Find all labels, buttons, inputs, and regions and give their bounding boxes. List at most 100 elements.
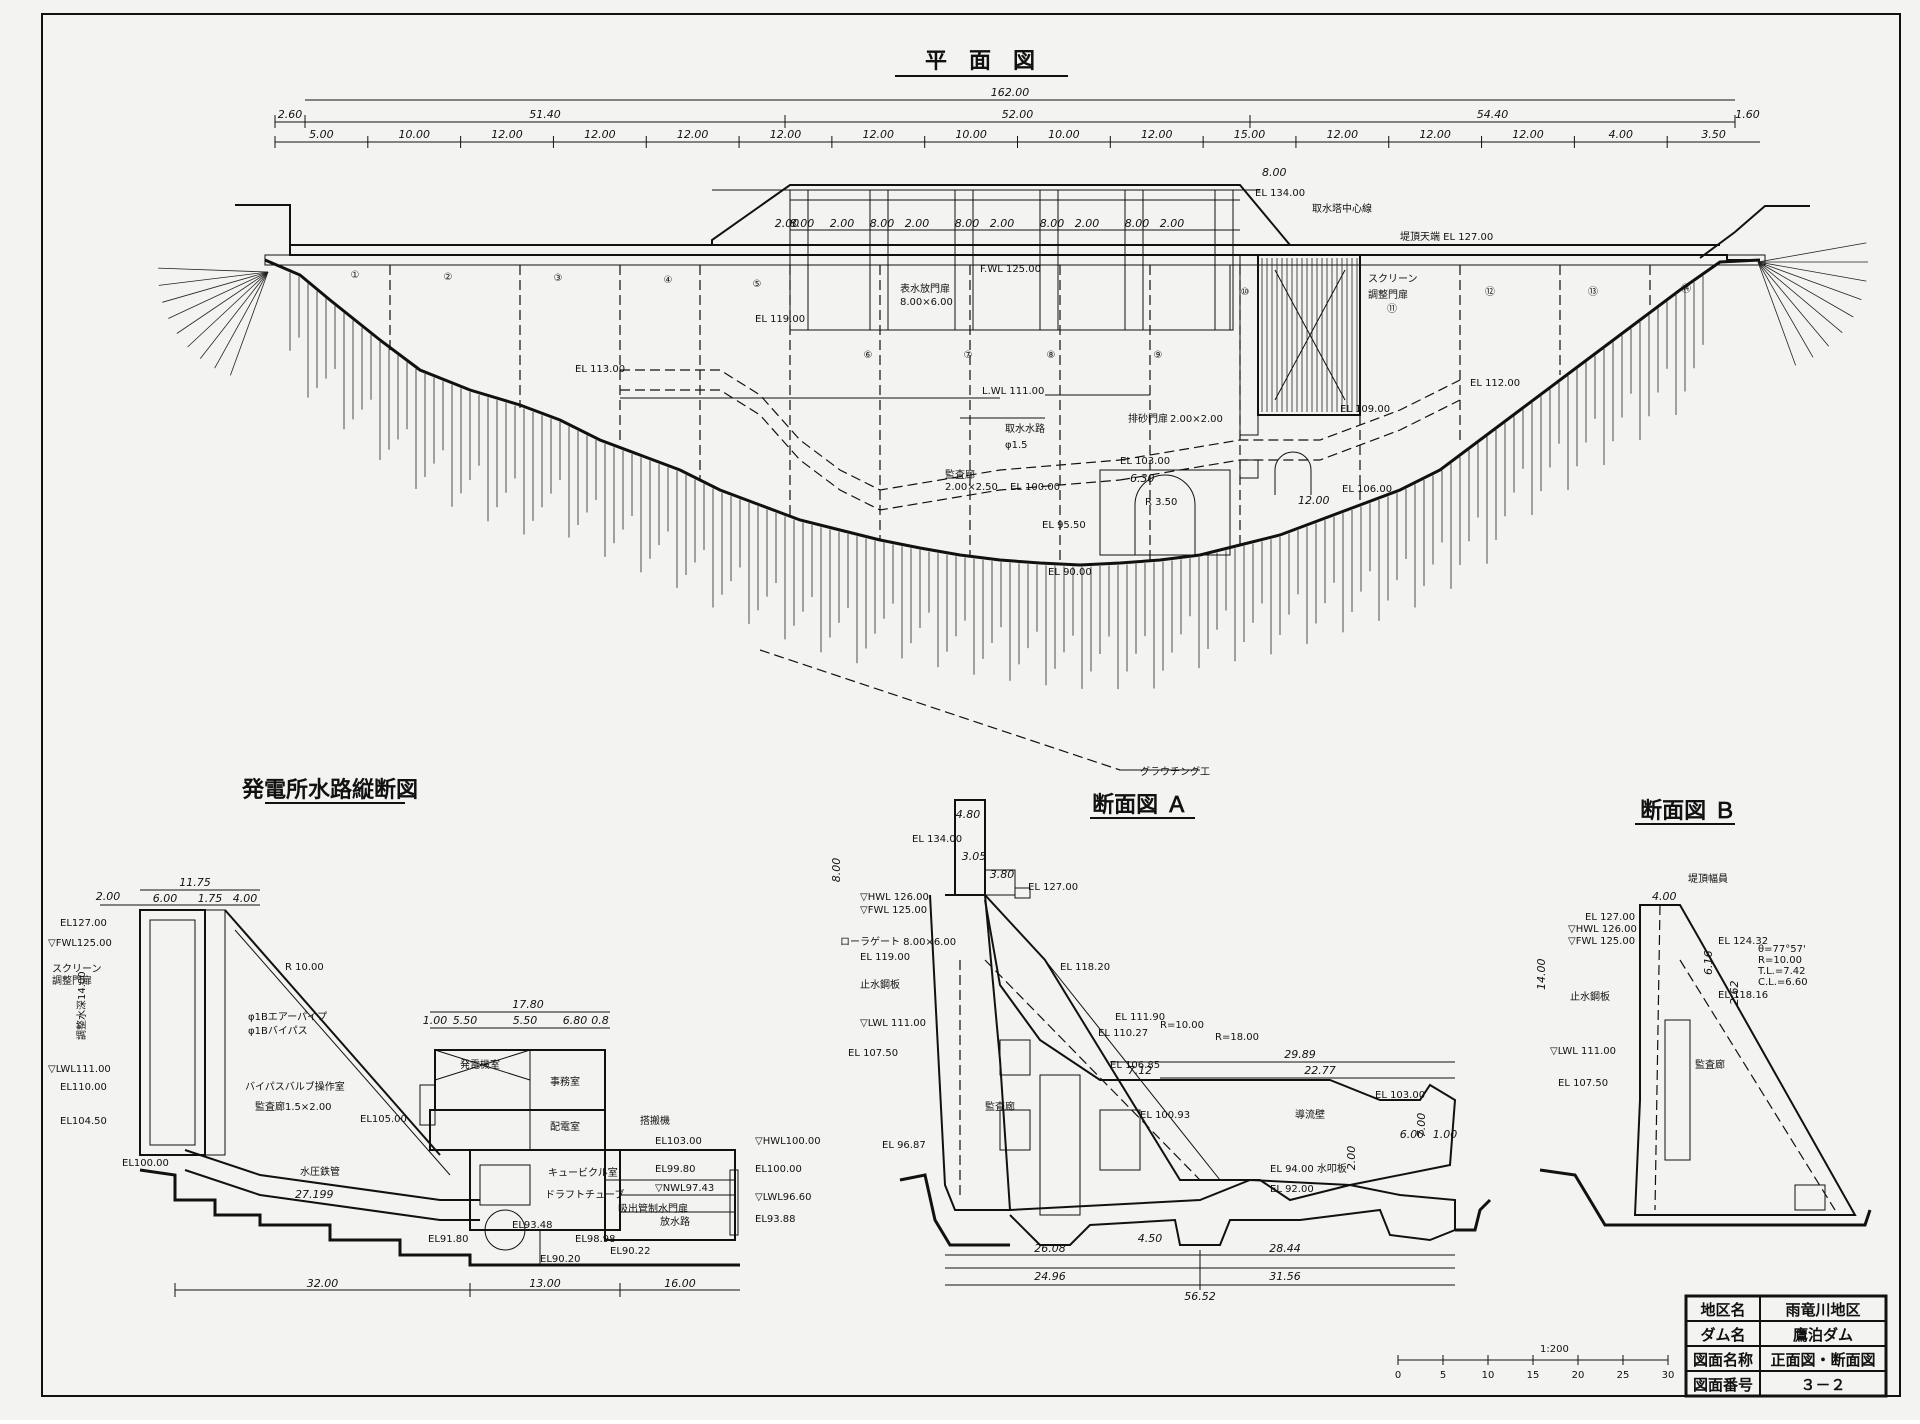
sb-el127: EL 127.00 xyxy=(1585,912,1635,923)
long-top-dim: 6.00 xyxy=(153,892,178,905)
sa-el134: EL 134.00 xyxy=(912,834,962,845)
grout-fan-left xyxy=(158,267,269,376)
plan-block-number: ⑤ xyxy=(753,279,762,290)
plan-block-number: ⑨ xyxy=(1154,350,1163,361)
gate-bay-dim: 2.00 xyxy=(1160,217,1185,230)
plan-upper-dim: 2.60 xyxy=(278,108,303,121)
plan-screen: スクリーン xyxy=(1368,273,1418,285)
section-b-curve-data: θ=77°57'R=10.00T.L.=7.42C.L.=6.60 xyxy=(1757,944,1808,988)
sa-top-dim: 4.80 xyxy=(956,808,981,821)
sa-r1: R=10.00 xyxy=(1160,1020,1204,1031)
house-dim: 0.8 xyxy=(591,1014,609,1027)
long-hwl: ▽HWL100.00 xyxy=(755,1136,821,1147)
sa-right-dim: 6.00 xyxy=(1400,1128,1425,1141)
sheet-border xyxy=(41,13,1901,1397)
gate-bay-dim: 2.00 xyxy=(775,217,800,230)
section-a-top-dims: 4.803.053.808.00 xyxy=(830,808,1014,882)
house-dim: 5.50 xyxy=(513,1014,538,1027)
long-radius: R 10.00 xyxy=(285,962,324,973)
sa-el110: EL 110.27 xyxy=(1098,1028,1148,1039)
plan-upper-dim: 1.60 xyxy=(1735,108,1760,121)
sa-right-dim: 29.89 xyxy=(1284,1048,1316,1061)
sb-curve-item: C.L.=6.60 xyxy=(1758,977,1808,988)
section-a-title: 断面図 Ａ xyxy=(1092,792,1188,818)
sa-right-dim: 1.00 xyxy=(1433,1128,1458,1141)
long-nwl: ▽NWL97.43 xyxy=(655,1183,714,1194)
house-dim: 5.50 xyxy=(453,1014,478,1027)
plan-flood-gate-size: 8.00×6.00 xyxy=(900,297,953,308)
sa-hwl: ▽HWL 126.00 xyxy=(860,892,929,903)
plan-block-number: ② xyxy=(444,272,453,283)
plan-lower-dim: 15.00 xyxy=(1234,128,1266,141)
plan-block-number: ⑩ xyxy=(1241,287,1250,298)
plan-lower-dim: 12.00 xyxy=(584,128,616,141)
long-bottom-dim: 13.00 xyxy=(529,1277,561,1290)
sa-right-dim: 22.77 xyxy=(1304,1064,1336,1077)
plan-lower-dim: 5.00 xyxy=(309,128,334,141)
sa-top-dim: 3.80 xyxy=(990,868,1015,881)
sa-right-dim: 2.00 xyxy=(1345,1146,1358,1171)
plan-lower-dim: 3.50 xyxy=(1701,128,1726,141)
plan-block-number: ⑦ xyxy=(964,350,973,361)
plan-block-number: ⑬ xyxy=(1588,286,1598,298)
sa-right-dim: 4.50 xyxy=(1138,1232,1163,1245)
plan-lower-dim: 10.00 xyxy=(1048,128,1080,141)
plan-el106: EL 106.00 xyxy=(1342,484,1392,495)
sb-fwl: ▽FWL 125.00 xyxy=(1568,936,1635,947)
sa-bottom-dim: 28.44 xyxy=(1269,1242,1301,1255)
sa-bottom-dim: 56.52 xyxy=(1184,1290,1216,1303)
sa-el127: EL 127.00 xyxy=(1028,882,1078,893)
gate-bay-dim: 8.00 xyxy=(790,217,815,230)
gate-bay-dim: 2.00 xyxy=(990,217,1015,230)
tb-key-2: 図面名称 xyxy=(1693,1351,1753,1369)
plan-flood-gate: 表水放門扉 xyxy=(900,282,950,295)
plan-el90: EL 90.00 xyxy=(1048,567,1092,578)
tb-key-0: 地区名 xyxy=(1700,1301,1745,1319)
sa-bottom-dim: 31.56 xyxy=(1269,1270,1301,1283)
sa-el111: EL 111.90 xyxy=(1115,1012,1165,1023)
sb-dim-262: 2.62 xyxy=(1728,981,1741,1006)
long-el10300: EL103.00 xyxy=(655,1136,702,1147)
plan-lower-dim: 12.00 xyxy=(1419,128,1451,141)
plan-lower-dim: 4.00 xyxy=(1609,128,1634,141)
plan-lower-dim: 12.00 xyxy=(1327,128,1359,141)
gate-bay-dim: 2.00 xyxy=(1075,217,1100,230)
plan-fwl: F.WL 125.00 xyxy=(980,264,1041,275)
plan-upper-dim: 51.40 xyxy=(529,108,561,121)
sb-el124: EL 124.32 xyxy=(1718,936,1768,947)
sa-right-dim: 7.00 xyxy=(1415,1113,1428,1138)
plan-total-dim: 162.00 xyxy=(991,86,1030,99)
sa-el96: EL 96.87 xyxy=(882,1140,926,1151)
long-el10000: EL100.00 xyxy=(755,1164,802,1175)
plan-el100: EL 100.00 xyxy=(1010,482,1060,493)
plan-bridge-width: 8.00 xyxy=(1262,166,1287,179)
tb-value-0: 雨竜川地区 xyxy=(1785,1301,1860,1319)
scale-tick-label: 5 xyxy=(1440,1370,1446,1381)
plan-el103: EL 103.00 xyxy=(1120,456,1170,467)
long-gallery: 監査廊1.5×2.00 xyxy=(255,1100,332,1113)
gate-bay-dim: 2.00 xyxy=(905,217,930,230)
long-el127: EL127.00 xyxy=(60,918,107,929)
sa-el119: EL 119.00 xyxy=(860,952,910,963)
plan-dim-1200: 12.00 xyxy=(1298,494,1330,507)
long-control-gate: 調整門扉 xyxy=(52,974,92,987)
gate-bay-dim: 8.00 xyxy=(1125,217,1150,230)
long-el9980: EL99.80 xyxy=(655,1164,696,1175)
sa-fwl: ▽FWL 125.00 xyxy=(860,905,927,916)
plan-lower-dim: 12.00 xyxy=(863,128,895,141)
plan-el127: 堤頂天端 EL 127.00 xyxy=(1400,230,1493,243)
tb-value-3: ３－２ xyxy=(1800,1376,1845,1394)
long-adjust-pond: 調整水深14.00 xyxy=(75,971,88,1040)
house-dim: 6.80 xyxy=(563,1014,588,1027)
plan-block-number: ⑥ xyxy=(864,350,873,361)
plan-gallery-size: 2.00×2.50 xyxy=(945,482,998,493)
